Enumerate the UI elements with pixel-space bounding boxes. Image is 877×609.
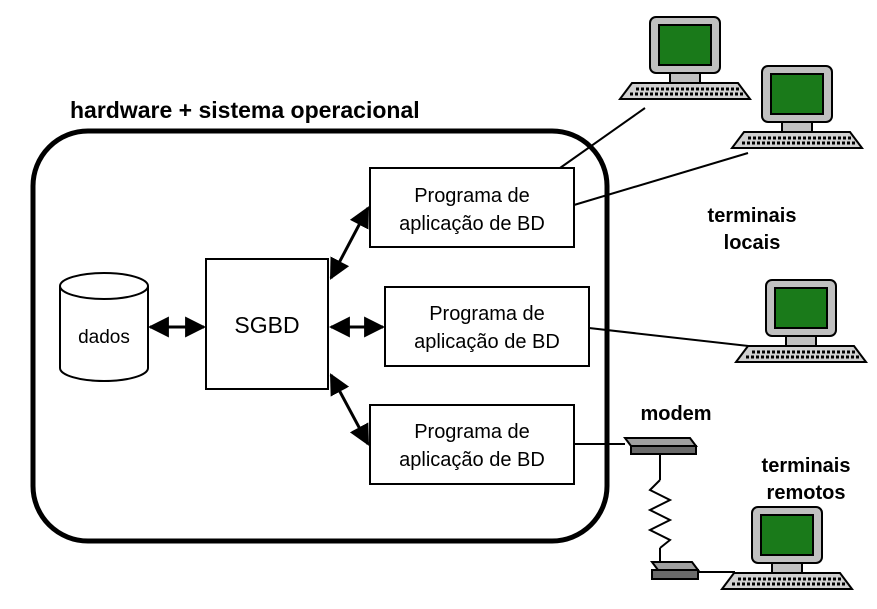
arrow-dbms-app3: [329, 373, 370, 446]
local-terminals-label-2: locais: [724, 232, 781, 254]
modem-remote-icon: [650, 561, 700, 580]
app-box-3: Programa de aplicação de BD: [369, 404, 575, 485]
link-app1-terminal1: [559, 107, 646, 169]
data-store-cylinder: dados: [59, 272, 149, 382]
app-2-line2: aplicação de BD: [414, 331, 560, 353]
remote-terminals-label-2: remotos: [767, 482, 846, 504]
data-store-label: dados: [78, 327, 130, 348]
link-app2-terminal3: [588, 327, 767, 349]
phone-line-zigzag: [647, 479, 673, 549]
local-terminals-label-1: terminais: [708, 205, 797, 227]
app-1-line2: aplicação de BD: [399, 213, 545, 235]
remote-terminals-label-1: terminais: [762, 455, 851, 477]
dbms-box: [205, 258, 329, 390]
app-1-line1: Programa de: [414, 185, 530, 207]
dbms-label: SGBD: [234, 312, 299, 338]
computer-icon: [734, 278, 868, 364]
computer-icon: [730, 64, 864, 150]
app-3-line1: Programa de: [414, 421, 530, 443]
app-3-line2: aplicação de BD: [399, 449, 545, 471]
modem-label: modem: [640, 403, 711, 425]
computer-icon: [720, 505, 854, 591]
app-box-1: Programa de aplicação de BD: [369, 167, 575, 248]
computer-icon: [618, 15, 752, 101]
container-label: hardware + sistema operacional: [70, 97, 420, 123]
link-app1-terminal2: [573, 152, 749, 206]
modem-icon: [623, 437, 698, 455]
system-boundary: [30, 128, 610, 544]
app-box-2: Programa de aplicação de BD: [384, 286, 590, 367]
app-2-line1: Programa de: [429, 303, 545, 325]
arrow-dbms-app1: [329, 206, 370, 280]
